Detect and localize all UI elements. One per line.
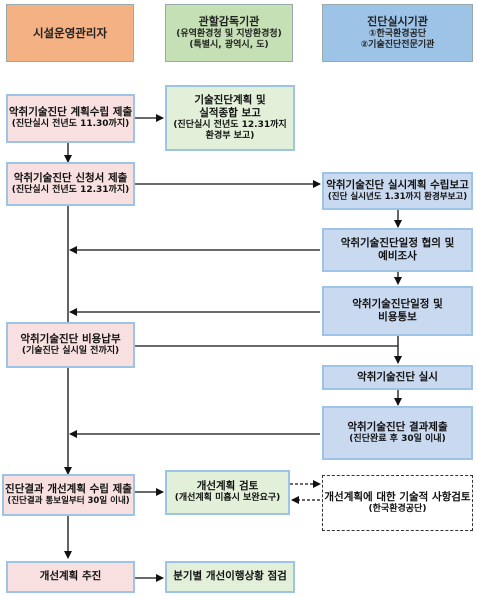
improve-review-main: 개선계획 검토 [196, 480, 259, 493]
schedule-notice-line2: 비용통보 [378, 311, 417, 323]
improve-plan-main: 진단결과 개선계획 수립 제출 [5, 483, 132, 496]
result-submit-box: 악취기술진단 결과제출 (진단완료 후 30일 이내) [322, 406, 473, 460]
header-inspector-line2: ②기술진단전문기관 [360, 39, 435, 50]
fee-payment-box: 악취기술진단 비용납부 (기술진단 실시일 전까지) [6, 322, 135, 368]
header-supervisor-line2: (특별시, 광역시, 도) [189, 39, 269, 50]
apply-submit-sub: (진단실시 전년도 12.31까지) [11, 184, 130, 195]
apply-submit-box: 악취기술진단 신청서 제출 (진단실시 전년도 12.31까지) [6, 162, 135, 206]
fee-payment-sub: (기술진단 실시일 전까지) [21, 345, 120, 356]
header-supervisor: 관할감독기관 (유역환경청 및 지방환경청) (특별시, 광역시, 도) [165, 4, 293, 62]
result-submit-main: 악취기술진단 결과제출 [347, 420, 448, 433]
improve-plan-box: 진단결과 개선계획 수립 제출 (진단결과 통보일부터 30일 이내) [2, 474, 135, 516]
improve-review-box: 개선계획 검토 (개선계획 미흡시 보완요구) [165, 470, 290, 515]
plan-submit-box: 악취기술진단 계획수립 제출 (진단실시 전년도 11.30까지) [6, 94, 135, 143]
plan-report-sub2: 환경부 보고) [205, 131, 255, 142]
plan-report-box: 기술진단계획 및 실적종합 보고 (진단실시 전년도 12.31까지 환경부 보… [165, 85, 295, 151]
header-inspector-title: 진단실시기관 [367, 14, 428, 28]
schedule-consult-line2: 예비조사 [378, 250, 417, 262]
improve-exec-main: 개선계획 추진 [39, 570, 102, 583]
diagnosis-run-box: 악취기술진단 실시 [322, 365, 473, 390]
plan-report-sub1: (진단실시 전년도 12.31까지 [173, 119, 287, 130]
header-inspector-line1: ①한국환경공단 [368, 28, 427, 39]
exec-plan-sub: (진단 실시년도 1.31까지 환경부보고) [327, 192, 468, 203]
header-inspector: 진단실시기관 ①한국환경공단 ②기술진단전문기관 [322, 4, 473, 62]
fee-payment-main: 악취기술진단 비용납부 [20, 332, 121, 345]
schedule-consult-box: 악취기술진단일정 협의 및 예비조사 [322, 228, 473, 272]
plan-submit-sub: (진단실시 전년도 11.30까지) [11, 119, 130, 130]
plan-report-line2: 실적종합 보고 [199, 106, 261, 119]
schedule-notice-box: 악취기술진단일정 및 비용통보 [322, 286, 473, 336]
schedule-consult-line1: 악취기술진단일정 협의 및 [340, 236, 455, 249]
quarter-check-box: 분기별 개선이행상황 점검 [165, 561, 295, 593]
improve-review-sub: (개선계획 미흡시 보완요구) [174, 493, 281, 504]
tech-review-main: 개선계획에 대한 기술적 사항검토 [324, 490, 471, 503]
tech-review-sub: (한국환경공단) [368, 503, 427, 514]
improve-plan-sub: (진단결과 통보일부터 30일 이내) [7, 496, 130, 507]
header-manager: 시설운영관리자 [6, 4, 134, 62]
exec-plan-box: 악취기술진단 실시계획 수립보고 (진단 실시년도 1.31까지 환경부보고) [322, 172, 473, 210]
header-supervisor-line1: (유역환경청 및 지방환경청) [176, 28, 282, 39]
schedule-notice-line1: 악취기술진단일정 및 [352, 297, 443, 310]
header-manager-title: 시설운영관리자 [32, 25, 108, 40]
apply-submit-main: 악취기술진단 신청서 제출 [13, 171, 128, 184]
result-submit-sub: (진단완료 후 30일 이내) [349, 433, 446, 444]
improve-exec-box: 개선계획 추진 [6, 561, 135, 593]
plan-submit-main: 악취기술진단 계획수립 제출 [8, 106, 133, 119]
plan-report-line1: 기술진단계획 및 [194, 93, 266, 106]
tech-review-box: 개선계획에 대한 기술적 사항검토 (한국환경공단) [322, 475, 473, 531]
diagnosis-run-main: 악취기술진단 실시 [357, 370, 438, 383]
header-supervisor-title: 관할감독기관 [198, 14, 260, 28]
quarter-check-main: 분기별 개선이행상황 점검 [173, 570, 287, 583]
exec-plan-main: 악취기술진단 실시계획 수립보고 [326, 179, 469, 192]
